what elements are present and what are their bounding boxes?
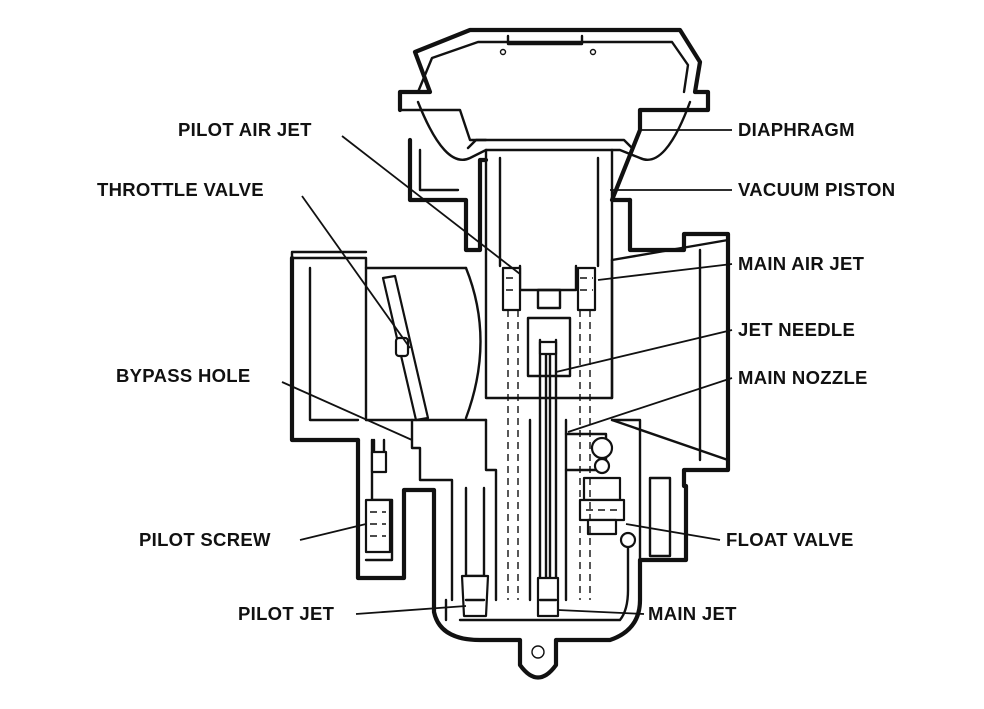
label-main-jet: MAIN JET bbox=[648, 603, 737, 624]
diaphragm bbox=[416, 100, 692, 161]
label-bypass-hole: BYPASS HOLE bbox=[116, 365, 251, 386]
float-valve-part bbox=[564, 418, 672, 562]
label-vacuum-piston: VACUUM PISTON bbox=[738, 179, 895, 200]
main-nozzle-part bbox=[528, 338, 568, 618]
lower-body bbox=[355, 418, 689, 680]
main-air-jet-assembly bbox=[501, 266, 597, 312]
pilot-jet-part bbox=[460, 486, 490, 618]
internal-passages bbox=[507, 310, 591, 600]
leader-lines bbox=[281, 129, 733, 615]
throttle-valve-plate bbox=[381, 274, 430, 422]
label-diaphragm: DIAPHRAGM bbox=[738, 119, 855, 140]
label-main-air-jet: MAIN AIR JET bbox=[738, 253, 865, 274]
label-main-nozzle: MAIN NOZZLE bbox=[738, 367, 868, 388]
label-throttle-valve: THROTTLE VALVE bbox=[97, 179, 264, 200]
label-pilot-screw: PILOT SCREW bbox=[139, 529, 271, 550]
inlet-tube bbox=[289, 250, 488, 443]
upper-body-left bbox=[407, 137, 489, 253]
pilot-screw-part bbox=[364, 438, 392, 554]
label-pilot-jet: PILOT JET bbox=[238, 603, 335, 624]
label-jet-needle: JET NEEDLE bbox=[738, 319, 855, 340]
label-float-valve: FLOAT VALVE bbox=[726, 529, 854, 550]
diaphragm-cover bbox=[397, 27, 711, 203]
venturi-bore bbox=[610, 197, 731, 489]
label-pilot-air-jet: PILOT AIR JET bbox=[178, 119, 312, 140]
